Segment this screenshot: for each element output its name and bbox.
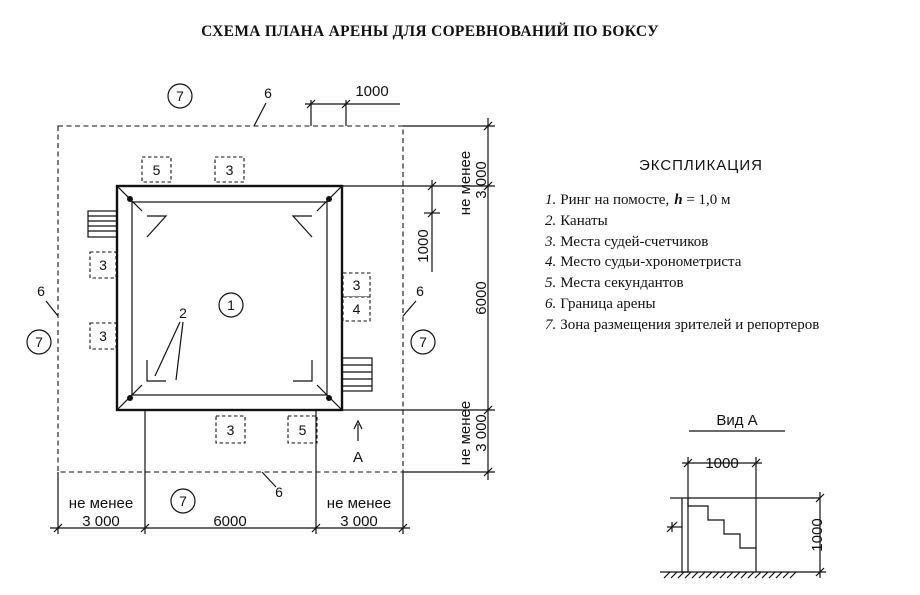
spectator-zone-marker-top: 7 <box>167 83 193 109</box>
view-a: Вид А <box>660 412 826 579</box>
view-a-width-dim: 1000 <box>705 455 738 472</box>
dim-chain-right: 1000 не менее 3 000 6000 не менее 3 000 <box>342 118 495 480</box>
legend-item-5: 5.Места секундантов <box>545 275 684 291</box>
corner-post <box>326 196 332 202</box>
view-a-title: Вид А <box>716 412 757 429</box>
corner-post <box>127 196 133 202</box>
boundary-label-top: 6 <box>264 85 272 101</box>
boundary-label-bottom: 6 <box>275 484 283 500</box>
view-a-arrow-label: А <box>353 449 363 466</box>
legend-item-7: 7.Зона размещения зрителей и репортеров <box>545 317 819 333</box>
boundary-label-right: 6 <box>416 283 424 299</box>
ring-platform-outer <box>115 184 344 412</box>
judge-place-left-2: 3 <box>89 322 117 350</box>
svg-text:не менее: не менее <box>69 495 133 512</box>
svg-text:3: 3 <box>99 257 107 273</box>
svg-text:3 000: 3 000 <box>82 513 120 530</box>
legend-item-2: 2.Канаты <box>545 213 608 229</box>
ropes-marker-label: 2 <box>179 305 187 321</box>
arena-boundary <box>57 125 404 473</box>
spectator-zone-marker-bottom: 7 <box>170 488 196 514</box>
judge-place-right: 3 <box>342 272 371 298</box>
ground-hatching <box>663 571 797 579</box>
svg-text:3: 3 <box>226 162 234 178</box>
legend: ЭКСПЛИКАЦИЯ 1.Ринг на помосте,h = 1,0 м … <box>544 157 819 333</box>
svg-text:3 000: 3 000 <box>473 414 490 452</box>
steps-left <box>87 210 118 238</box>
svg-text:не менее: не менее <box>457 401 474 465</box>
legend-item-1: 1.Ринг на помосте,h = 1,0 м <box>545 192 731 208</box>
second-place-bottom: 5 <box>287 415 318 444</box>
svg-text:5: 5 <box>299 422 307 438</box>
judge-place-top: 3 <box>214 156 245 183</box>
svg-text:5: 5 <box>153 162 161 178</box>
spectator-zone-marker-left: 7 <box>26 329 52 355</box>
ring-ropes-inner <box>131 201 328 396</box>
steps-right <box>341 357 373 392</box>
ring <box>115 184 344 412</box>
svg-text:3: 3 <box>99 328 107 344</box>
svg-text:7: 7 <box>35 334 43 350</box>
svg-text:не менее: не менее <box>327 495 391 512</box>
svg-text:3: 3 <box>227 422 235 438</box>
dim-passage-top: 1000 <box>305 83 400 126</box>
judge-place-bottom: 3 <box>215 415 246 444</box>
legend-heading: ЭКСПЛИКАЦИЯ <box>639 157 763 174</box>
svg-text:3 000: 3 000 <box>473 161 490 199</box>
drawing-title: СХЕМА ПЛАНА АРЕНЫ ДЛЯ СОРЕВНОВАНИЙ ПО БО… <box>201 23 659 40</box>
svg-text:7: 7 <box>419 334 427 350</box>
boundary-label-left: 6 <box>37 283 45 299</box>
spectator-zone-marker-right: 7 <box>410 329 436 355</box>
legend-item-3: 3.Места судей-счетчиков <box>544 234 708 250</box>
svg-text:1000: 1000 <box>355 83 388 100</box>
ropes-leader <box>175 321 184 381</box>
timekeeper-place-right: 4 <box>342 296 371 322</box>
svg-text:7: 7 <box>176 88 184 104</box>
corner-post <box>326 395 332 401</box>
corner-post <box>127 395 133 401</box>
svg-text:не менее: не менее <box>457 151 474 215</box>
dim-chain-bottom: не менее 3 000 6000 не менее 3 000 <box>50 410 410 534</box>
ropes-leader <box>154 321 181 377</box>
legend-item-6: 6.Граница арены <box>545 296 656 312</box>
legend-item-4: 4.Место судьи-хронометриста <box>545 254 742 270</box>
svg-text:6000: 6000 <box>473 281 490 314</box>
svg-text:4: 4 <box>353 301 361 317</box>
view-a-height-dim: 1000 <box>809 518 826 551</box>
svg-text:1000: 1000 <box>415 229 432 262</box>
second-place-top: 5 <box>141 156 172 183</box>
svg-text:7: 7 <box>179 493 187 509</box>
svg-text:3 000: 3 000 <box>340 513 378 530</box>
stairs-profile <box>687 498 757 572</box>
svg-text:3: 3 <box>353 277 361 293</box>
ring-marker-label: 1 <box>227 297 235 313</box>
judge-place-left-1: 3 <box>89 251 117 279</box>
svg-text:6000: 6000 <box>213 513 246 530</box>
ring-marker <box>218 292 244 318</box>
platform-post <box>681 497 689 573</box>
